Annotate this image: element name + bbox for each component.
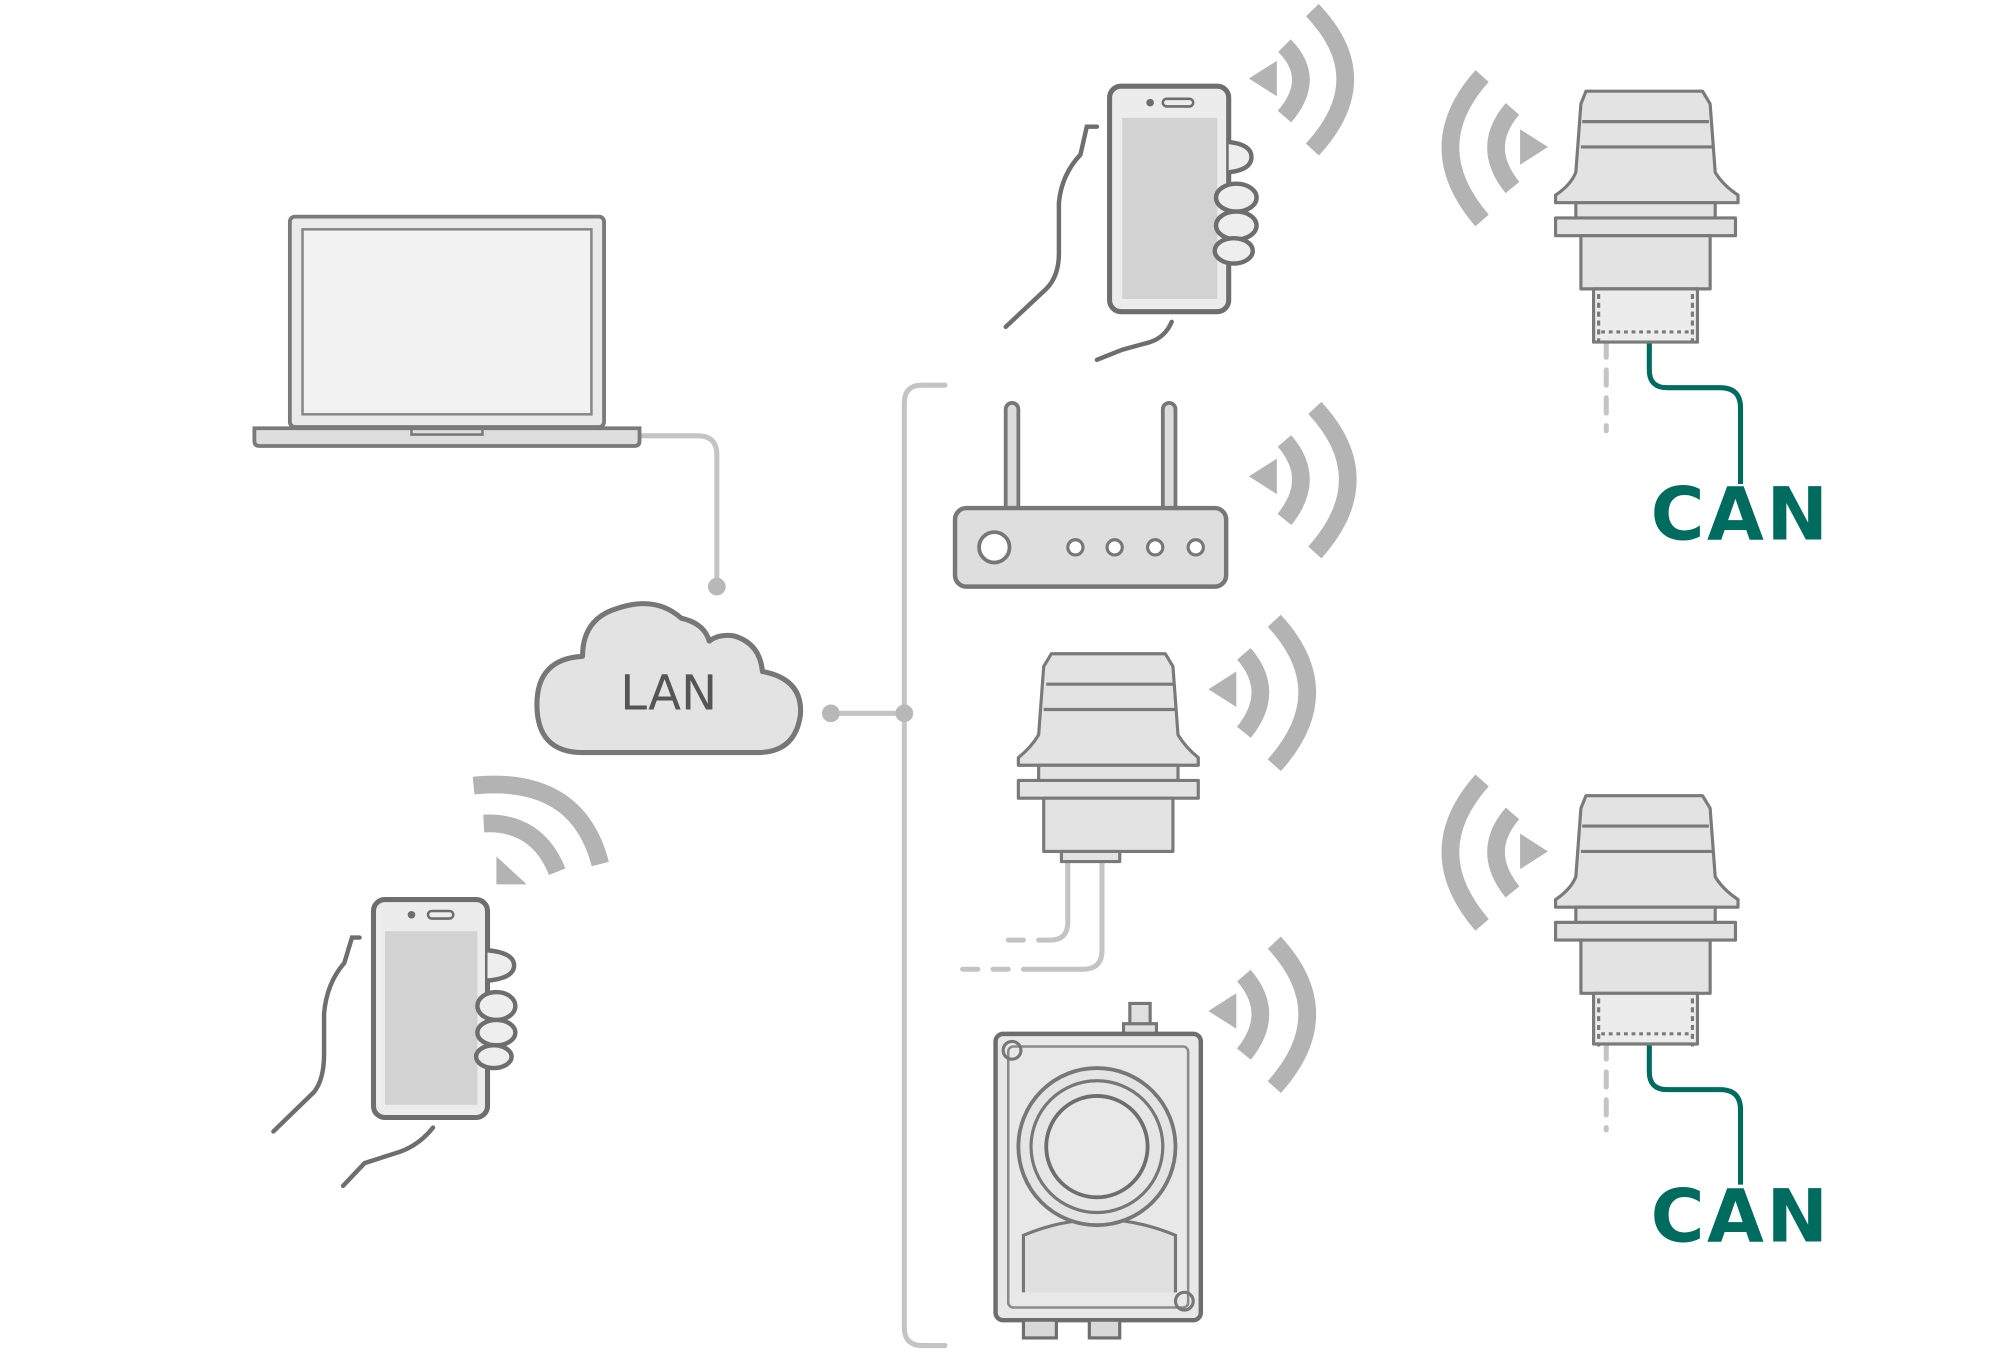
can-gateway-node-icon-1 bbox=[1553, 89, 1740, 345]
wifi-signal-icon-router bbox=[1248, 401, 1357, 559]
wifi-signal-icon-gateway bbox=[1208, 614, 1317, 772]
smartphone-hand-icon-bottom bbox=[271, 897, 518, 1189]
can-wire-1 bbox=[1646, 339, 1744, 484]
distribution-bus bbox=[901, 382, 948, 1349]
gateway-cable-1 bbox=[1036, 856, 1071, 943]
wifi-signal-icon-sensor bbox=[1208, 936, 1317, 1093]
lan-cable-end bbox=[821, 704, 840, 723]
can-label-bottom: CAN bbox=[1651, 1175, 1831, 1260]
can-gateway-node-icon-2 bbox=[1553, 794, 1740, 1047]
laptop-icon bbox=[252, 214, 642, 448]
wifi-signal-icon-can-node-1 bbox=[1441, 70, 1548, 227]
vision-sensor-icon bbox=[993, 1001, 1204, 1340]
wifi-signal-icon-phone-top bbox=[1248, 3, 1355, 156]
can-wire-2 bbox=[1646, 1042, 1744, 1185]
laptop-cable-end bbox=[707, 577, 726, 596]
can-wires bbox=[1646, 339, 1744, 1185]
bus-junction bbox=[895, 704, 914, 723]
wifi-signal-icon-phone-bottom bbox=[472, 775, 609, 885]
lan-cloud-icon: LAN bbox=[534, 601, 804, 756]
lan-cloud-label: LAN bbox=[620, 666, 717, 722]
can-label-top: CAN bbox=[1651, 473, 1831, 558]
wires bbox=[638, 339, 1609, 1349]
gateway-cable-2 bbox=[1020, 856, 1105, 972]
wifi-signal-icon-can-node-2 bbox=[1441, 774, 1548, 931]
smartphone-hand-icon-top bbox=[1003, 83, 1259, 363]
wifi-router-icon bbox=[952, 400, 1229, 589]
wireless-gateway-icon bbox=[1016, 652, 1200, 864]
laptop-to-lan-cable bbox=[638, 433, 720, 588]
